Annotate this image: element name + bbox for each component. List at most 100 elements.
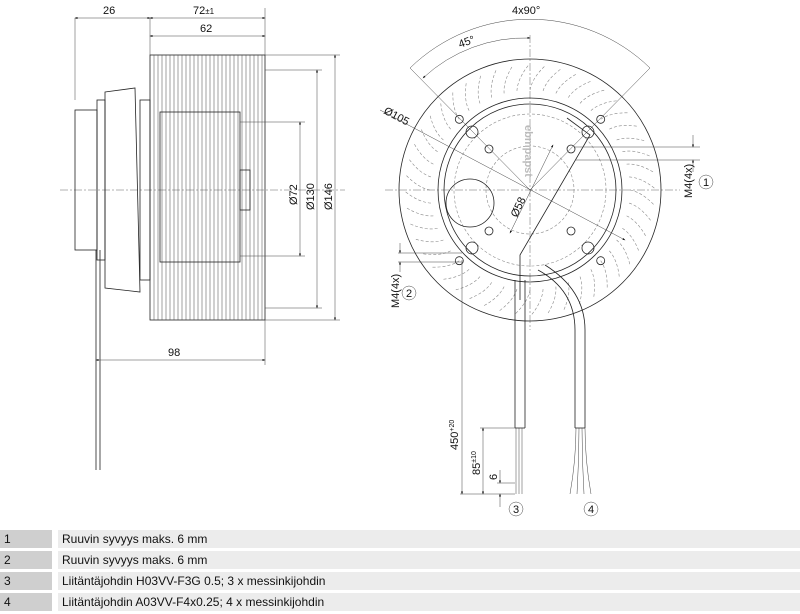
impeller-blade <box>420 128 438 152</box>
screw-hole <box>454 114 464 124</box>
impeller-blade <box>442 269 470 280</box>
dia-146: Ø146 <box>323 183 335 210</box>
legend-row: 1 Ruuvin syvyys maks. 6 mm <box>0 530 800 548</box>
legend-text: Ruuvin syvyys maks. 6 mm <box>58 551 800 569</box>
impeller-blade <box>629 189 655 206</box>
screw-hole <box>454 256 464 266</box>
impeller-blade <box>629 176 656 189</box>
impeller-blade <box>600 112 629 120</box>
thread-label-1: M4(4x) <box>683 164 695 198</box>
impeller-blade <box>579 89 606 104</box>
logo: ebmpapst <box>522 125 534 177</box>
len-6: 6 <box>488 474 500 480</box>
impeller-blade <box>629 202 652 222</box>
screw-hole <box>596 114 606 124</box>
impeller-blade <box>568 80 592 98</box>
legend-num: 2 <box>0 551 52 569</box>
technical-drawing: 26 72±1 62 Ø72 Ø130 Ø146 98 ebmpapst 4x9… <box>60 5 714 517</box>
impeller-blade <box>578 276 583 306</box>
screw-hole <box>596 256 606 266</box>
impeller-blade <box>626 163 654 173</box>
impeller-blade <box>413 143 434 165</box>
dim-72-tol: ±1 <box>205 7 214 16</box>
len-450: 450+20 <box>449 420 461 450</box>
dia-105: Ø105 <box>382 105 411 128</box>
legend-text: Ruuvin syvyys maks. 6 mm <box>58 530 800 548</box>
impeller-blade <box>609 250 620 278</box>
inner-hole <box>566 144 576 154</box>
callout-3: 3 <box>513 504 519 516</box>
impeller-blade <box>529 65 546 91</box>
impeller-blade <box>477 74 482 104</box>
cables: 450+20 85±10 6 3 4 <box>449 260 599 517</box>
impeller-blade <box>622 150 651 157</box>
impeller-blade <box>490 69 497 98</box>
legend-row: 3 Liitäntäjohdin H03VV-F3G 0.5; 3 x messi… <box>0 572 800 590</box>
inner-hole <box>484 226 494 236</box>
impeller-blade <box>626 215 647 237</box>
impeller-blade <box>422 250 451 255</box>
mounting-hole <box>465 125 479 139</box>
impeller-blade <box>406 207 434 217</box>
side-view: 26 72±1 62 Ø72 Ø130 Ø146 98 <box>60 5 345 470</box>
impeller-blade <box>468 282 492 300</box>
impeller-blade <box>405 174 431 191</box>
impeller-blade <box>454 276 481 291</box>
impeller-blade <box>440 102 451 130</box>
legend-row: 4 Liitäntäjohdin A03VV-F4x0.25; 4 x messi… <box>0 593 800 611</box>
dim-62: 62 <box>200 23 212 35</box>
impeller-blade <box>408 158 431 178</box>
dim-26: 26 <box>103 5 115 17</box>
wire-4 <box>569 427 577 495</box>
legend-text: Liitäntäjohdin A03VV-F4x0.25; 4 x messin… <box>58 593 800 611</box>
len-85: 85±10 <box>471 451 483 475</box>
dim-98: 98 <box>168 347 180 359</box>
impeller-blade <box>590 100 618 111</box>
callout-2: 2 <box>406 288 412 300</box>
impeller-blade <box>542 68 562 91</box>
inner-hole <box>484 144 494 154</box>
legend-num: 3 <box>0 572 52 590</box>
impeller-blade <box>465 82 470 111</box>
callout-1: 1 <box>703 177 709 189</box>
impeller-blade <box>483 286 505 307</box>
legend-row: 2 Ruuvin syvyys maks. 6 mm <box>0 551 800 569</box>
mounting-hole <box>581 241 595 255</box>
front-view: ebmpapst 4x90° 45° Ø105 Ø58 M4(4x) 1 M4(… <box>379 5 714 330</box>
impeller-blade <box>516 64 529 91</box>
angle-45: 45° <box>457 34 477 51</box>
callout-4: 4 <box>588 504 594 516</box>
dia-72: Ø72 <box>288 184 300 205</box>
legend-text: Liitäntäjohdin H03VV-F3G 0.5; 3 x messin… <box>58 572 800 590</box>
dia-130: Ø130 <box>305 183 317 210</box>
impeller-blade <box>609 125 638 130</box>
wire-4 <box>576 427 580 495</box>
impeller-blade <box>498 289 518 312</box>
impeller-blade <box>622 228 640 252</box>
impeller-blade <box>600 260 608 289</box>
svg-text:72±1: 72±1 <box>193 5 215 17</box>
impeller-blade <box>514 289 531 315</box>
mounting-hole <box>581 125 595 139</box>
impeller-blade <box>414 238 444 243</box>
wire-4 <box>584 427 592 495</box>
angle-4x90: 4x90° <box>512 5 540 17</box>
impeller-blade <box>547 286 557 314</box>
legend-num: 4 <box>0 593 52 611</box>
impeller-blade <box>616 239 631 266</box>
impeller-blade <box>616 137 646 142</box>
impeller-blade <box>503 66 513 94</box>
impeller-blade <box>531 289 544 316</box>
wire-4 <box>581 427 585 495</box>
dim-72: 72 <box>193 5 205 17</box>
thread-label-2: M4(4x) <box>390 274 402 308</box>
inner-hole <box>566 226 576 236</box>
impeller-blade <box>452 91 460 120</box>
impeller-blade <box>409 223 438 230</box>
impeller-blade <box>429 114 444 141</box>
legend-num: 1 <box>0 530 52 548</box>
dia-58: Ø58 <box>509 195 529 219</box>
mounting-hole <box>465 241 479 255</box>
impeller-blade <box>404 191 431 204</box>
